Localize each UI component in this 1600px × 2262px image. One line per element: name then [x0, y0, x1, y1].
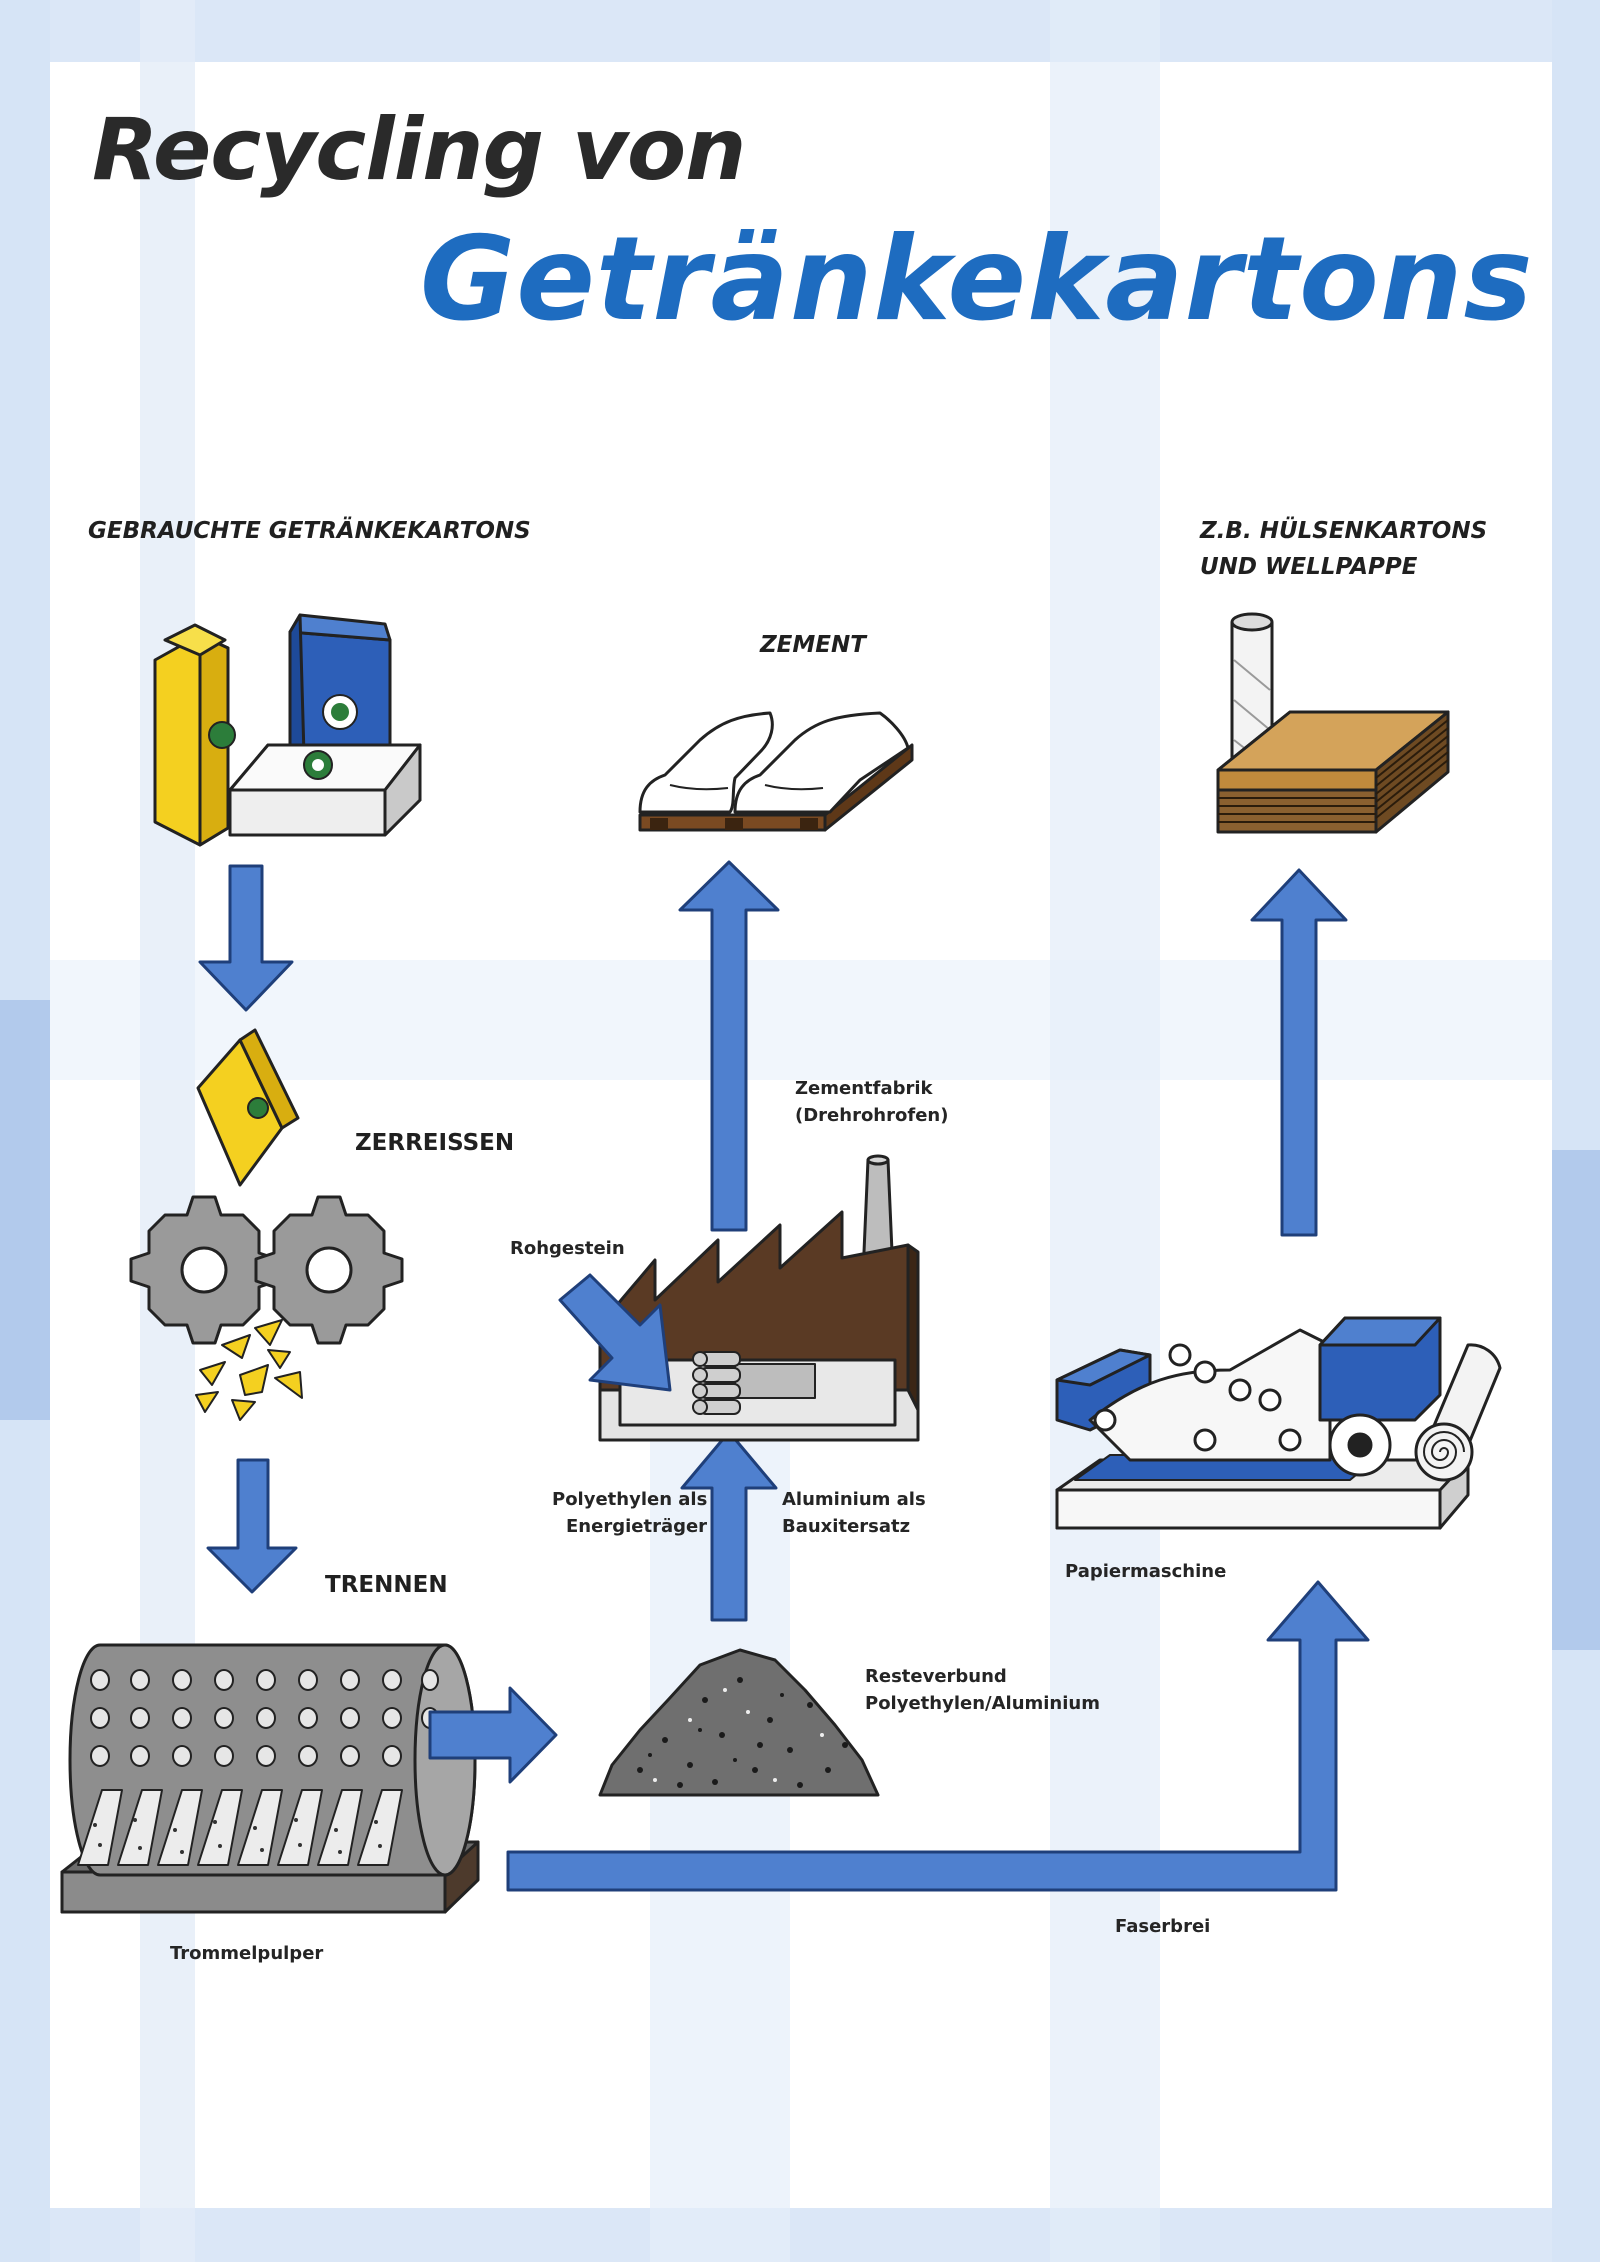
label-fibre-pulp: Faserbrei	[1115, 1916, 1211, 1937]
background-band-left-dark	[0, 1000, 50, 1420]
label-drum-pulper: Trommelpulper	[170, 1943, 324, 1964]
label-cement-factory-line-1: Zementfabrik	[795, 1078, 933, 1099]
label-paper-machine: Papiermaschine	[1065, 1561, 1227, 1582]
label-raw-rock: Rohgestein	[510, 1238, 625, 1259]
label-cement: ZEMENT	[760, 632, 866, 658]
shredding-illustration	[129, 1028, 404, 1421]
background-band-bottom	[0, 2208, 1600, 2262]
cement-factory-illustration	[598, 1154, 920, 1442]
background-band-top	[0, 0, 1600, 62]
label-residue-line-2: Polyethylen/Aluminium	[865, 1693, 1100, 1714]
label-products-line-2: UND WELLPAPPE	[1200, 554, 1418, 580]
arrow-up-to-factory	[680, 1430, 778, 1622]
fibre-pulp-arrow	[506, 1580, 1370, 1892]
residue-pile-illustration	[598, 1648, 880, 1797]
label-polyethylene-line-2: Energieträger	[566, 1516, 708, 1537]
label-used-cartons: GEBRAUCHTE GETRÄNKEKARTONS	[88, 518, 531, 544]
used-cartons-illustration	[153, 613, 422, 847]
label-separating: TRENNEN	[325, 1572, 448, 1598]
arrow-right-to-residue	[428, 1686, 558, 1784]
label-products-line-1: Z.B. HÜLSENKARTONS	[1200, 518, 1488, 544]
cement-bags-illustration	[638, 711, 914, 832]
label-shredding: ZERREISSEN	[355, 1130, 515, 1156]
background-band-right	[1552, 0, 1600, 2262]
label-aluminium-line-2: Bauxitersatz	[782, 1516, 911, 1537]
drum-pulper-illustration	[60, 1643, 480, 1914]
paper-machine-illustration	[1055, 1316, 1502, 1530]
background-band-right-dark	[1552, 1150, 1600, 1650]
title-line-1: Recycling von	[92, 100, 746, 200]
arrow-down-2	[206, 1458, 298, 1594]
raw-rock-arrow	[558, 1273, 672, 1392]
label-cement-factory-line-2: (Drehrohrofen)	[795, 1105, 949, 1126]
label-polyethylene-line-1: Polyethylen als	[552, 1489, 708, 1510]
arrow-up-to-products	[1250, 868, 1348, 1237]
arrow-down-1	[198, 864, 294, 1012]
label-aluminium-line-1: Aluminium als	[782, 1489, 926, 1510]
tube-and-cardboard-illustration	[1216, 612, 1450, 834]
label-residue-line-1: Resteverbund	[865, 1666, 1007, 1687]
title-line-2: Getränkekartons	[420, 212, 1534, 347]
arrow-up-to-cement	[678, 860, 780, 1232]
